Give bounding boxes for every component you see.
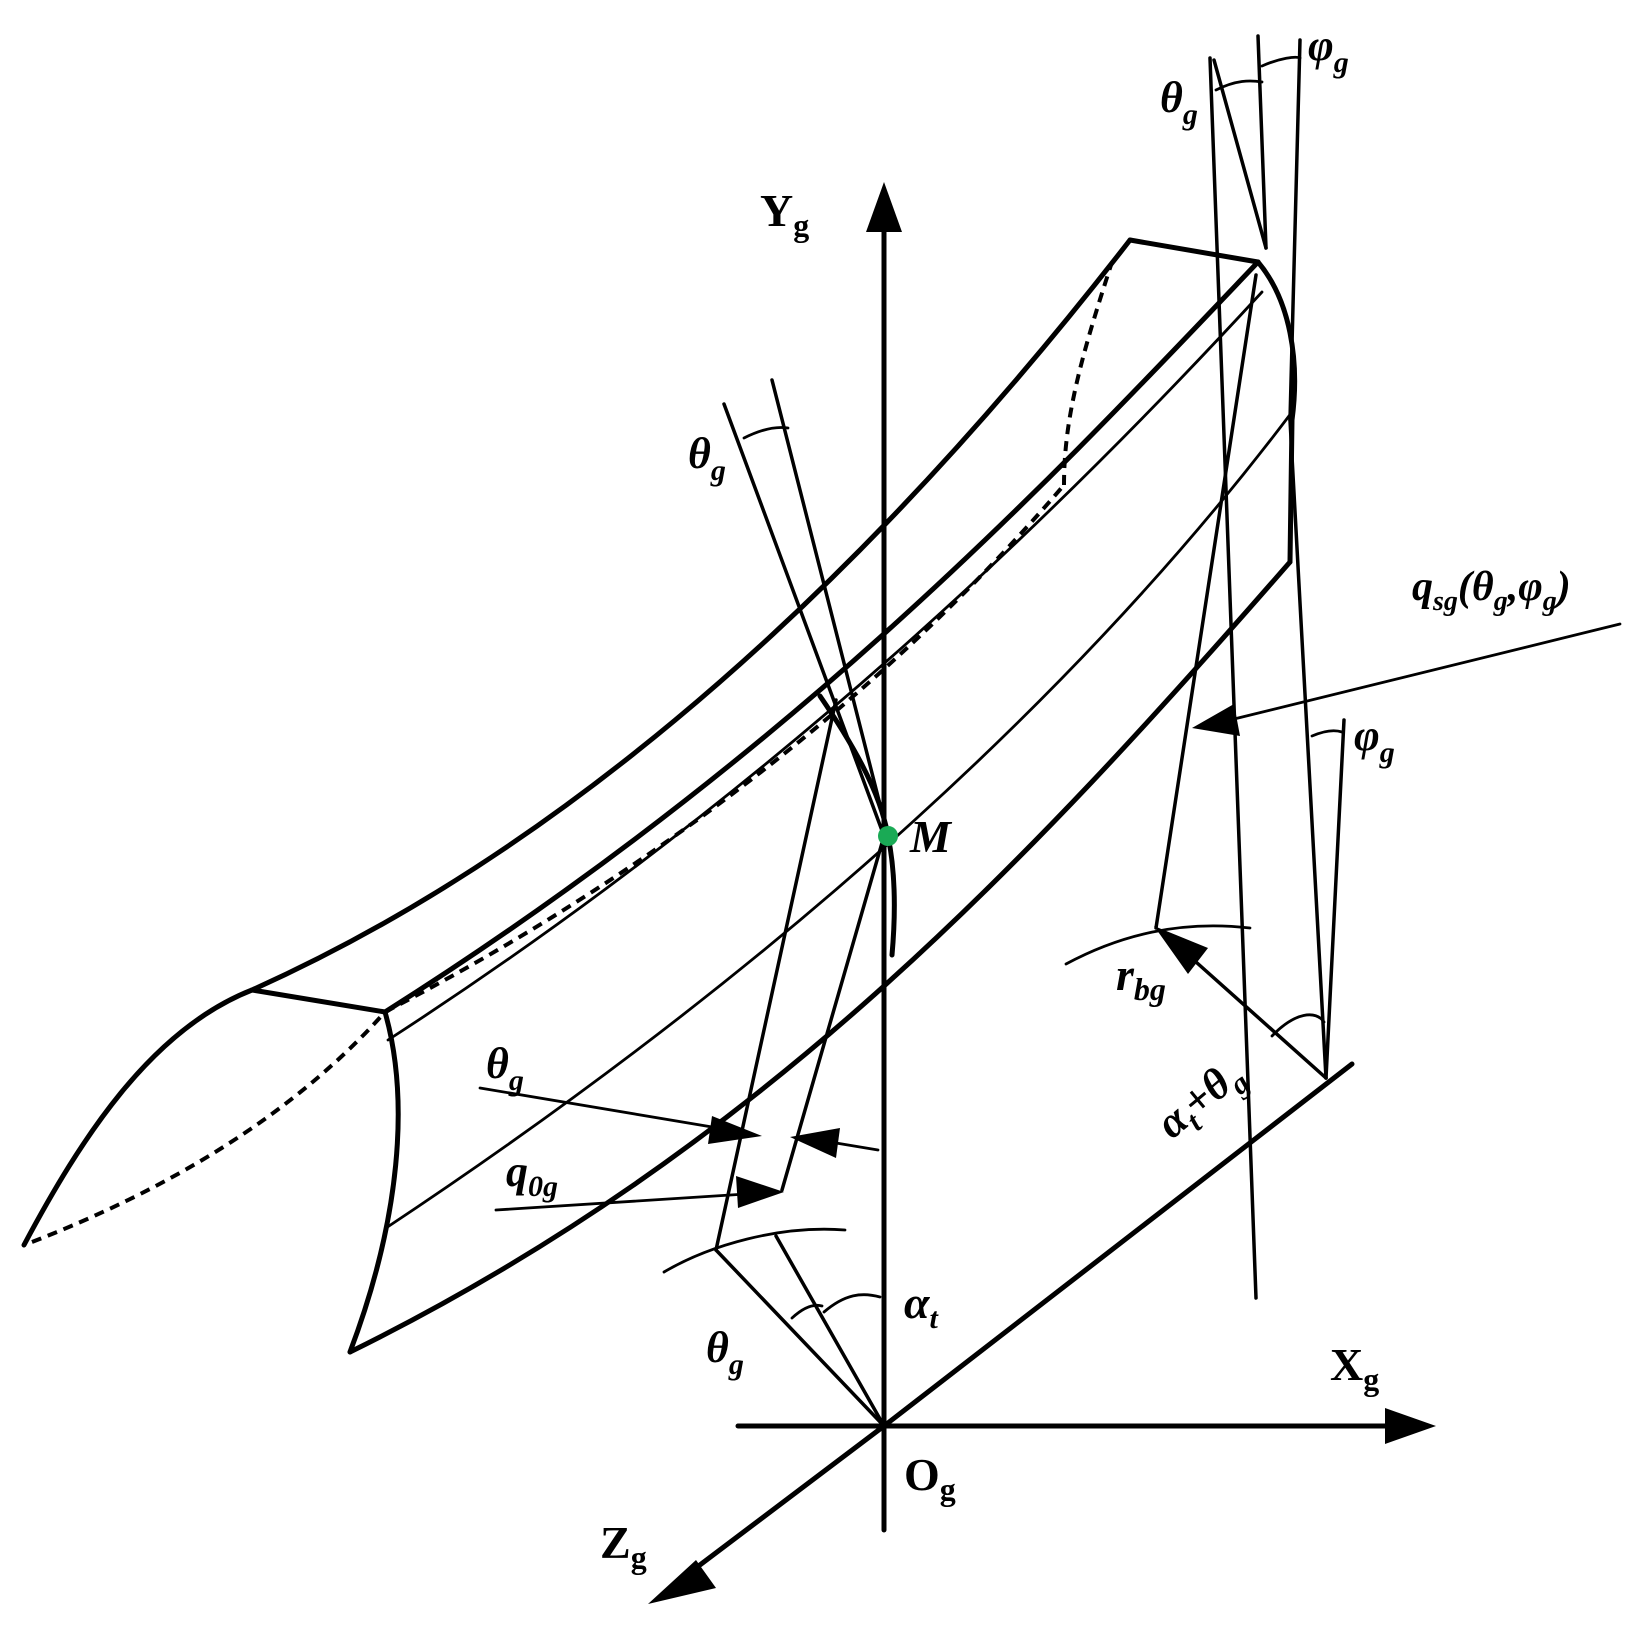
tooth-upper-edge bbox=[382, 259, 1261, 1015]
construction-lines-left bbox=[662, 378, 890, 1428]
theta-arc-upper bbox=[742, 426, 790, 440]
q0g-label: q0g bbox=[506, 1147, 558, 1203]
hidden-edge-left bbox=[31, 1010, 387, 1244]
alpha-t-label: αt bbox=[904, 1277, 939, 1335]
alpha-arc-bottom bbox=[822, 1293, 882, 1314]
radius-line-2 bbox=[774, 1234, 886, 1428]
q0g-arrow-line bbox=[494, 1192, 748, 1212]
tooth-top-face bbox=[1127, 237, 1261, 265]
z-axis-label: Zg bbox=[600, 1517, 647, 1575]
normal-line-right-2 bbox=[1288, 418, 1328, 1080]
hidden-edge-top bbox=[1062, 261, 1114, 486]
coordinate-axes bbox=[648, 182, 1436, 1604]
dimension-arrows-left bbox=[478, 1086, 880, 1212]
hidden-edge-long bbox=[384, 483, 1066, 1014]
normal-line-1 bbox=[722, 402, 886, 838]
qsg-arrowhead bbox=[1192, 704, 1240, 736]
theta-arrowhead-right bbox=[790, 1128, 840, 1158]
theta-arc-bottom bbox=[790, 1303, 824, 1320]
phi-label-lower: φg bbox=[1354, 711, 1395, 769]
theta-label-upper-left: θg bbox=[688, 429, 726, 487]
z-axis-line bbox=[677, 1423, 887, 1583]
qsg-arrow-line bbox=[1228, 622, 1622, 722]
phi-line-lower bbox=[1324, 718, 1346, 1080]
normal-line-right-1 bbox=[1208, 56, 1258, 1300]
rbg-arrow-line bbox=[1194, 960, 1328, 1080]
base-circle-arc-right bbox=[1064, 924, 1252, 966]
tooth-front-profile bbox=[347, 1009, 401, 1355]
base-diagonal-line bbox=[881, 1061, 1355, 1429]
alpha-plus-theta-label: αt+θg bbox=[1147, 1049, 1256, 1153]
tangent-line-1 bbox=[780, 834, 886, 1192]
tooth-root-edge bbox=[347, 559, 1293, 1355]
normal-line-2 bbox=[770, 378, 890, 838]
upper-line-right-2 bbox=[1256, 34, 1268, 250]
tooth-left-profile bbox=[21, 987, 255, 1248]
symbol-labels: θg φg θg qsg(θg,φg) φg M rbg αt+θg θg q0… bbox=[486, 21, 1571, 1381]
rbg-arrowhead bbox=[1154, 926, 1208, 974]
tooth-middle-line-2 bbox=[384, 410, 1294, 1230]
phi-label-top: φg bbox=[1308, 21, 1349, 79]
axis-labels: Yg Xg Zg Og bbox=[600, 185, 1379, 1575]
upper-line-right-3 bbox=[1288, 38, 1302, 422]
theta-label-top-right: θg bbox=[1160, 73, 1198, 131]
theta-label-bottom: θg bbox=[706, 1323, 744, 1381]
tangent-line-right bbox=[1154, 273, 1258, 930]
theta-arrowhead-left bbox=[708, 1116, 762, 1144]
phi-arc-lower bbox=[1310, 729, 1344, 738]
base-circle-arc-left bbox=[662, 1227, 847, 1274]
point-m-label: M bbox=[909, 811, 953, 862]
gear-tooth-body bbox=[21, 237, 1298, 1355]
radius-line-1 bbox=[714, 1248, 886, 1428]
q0g-arrowhead bbox=[736, 1176, 784, 1208]
rbg-label: rbg bbox=[1116, 949, 1166, 1007]
tooth-top-edge bbox=[249, 237, 1133, 993]
tooth-middle-line-1 bbox=[386, 290, 1264, 1042]
construction-lines-right bbox=[1064, 34, 1622, 1300]
z-axis-arrowhead bbox=[648, 1560, 716, 1604]
tooth-end-face bbox=[249, 987, 388, 1015]
upper-line-right-1 bbox=[1212, 58, 1268, 250]
x-axis-arrowhead bbox=[1385, 1408, 1436, 1444]
x-axis-label: Xg bbox=[1330, 1339, 1379, 1397]
y-axis-arrowhead bbox=[866, 182, 902, 232]
tangent-line-2 bbox=[714, 698, 838, 1252]
theta-label-mid-left: θg bbox=[486, 1039, 524, 1097]
theta-arrow-line-right bbox=[834, 1141, 880, 1152]
origin-label: Og bbox=[904, 1449, 956, 1507]
y-axis-label: Yg bbox=[760, 185, 809, 243]
point-m-marker bbox=[878, 826, 898, 846]
theta-arrow-line-left bbox=[478, 1086, 732, 1132]
theta-arc-upper-right bbox=[1214, 79, 1264, 92]
alpha-theta-arc bbox=[1270, 1013, 1326, 1038]
phi-arc-upper bbox=[1260, 55, 1302, 68]
qsg-label: qsg(θg,φg) bbox=[1412, 564, 1571, 617]
